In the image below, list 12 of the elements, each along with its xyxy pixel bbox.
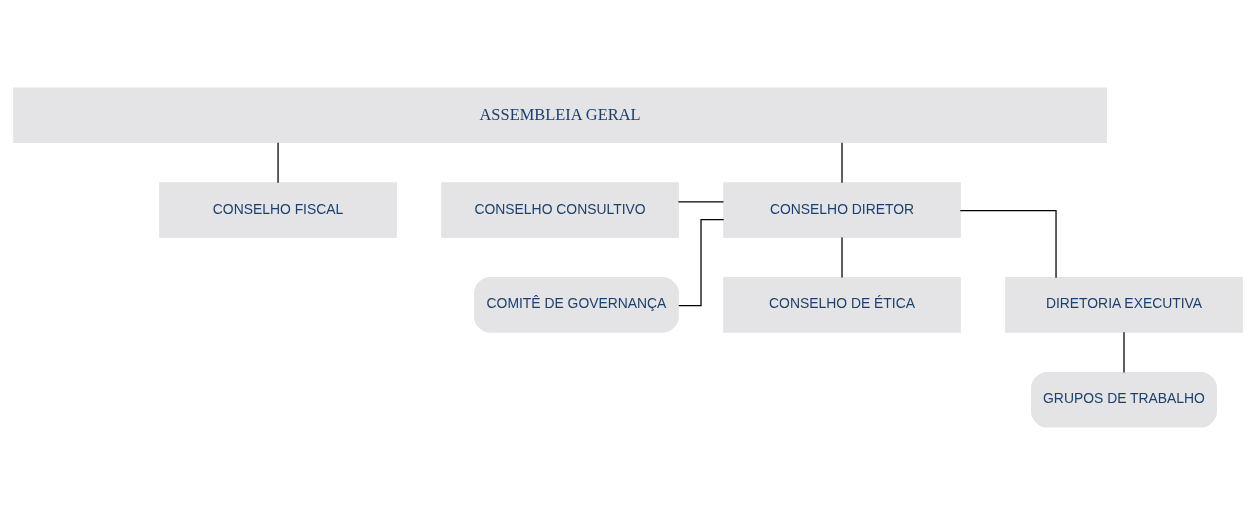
node-box: CONSELHO FISCAL [159,181,397,238]
node-box: COMITÊ DE GOVERNANÇA [474,276,679,333]
node-box: CONSELHO DE ÉTICA [723,276,961,333]
connector [277,141,279,183]
connector [959,209,1057,278]
node-box: CONSELHO DIRETOR [723,181,961,238]
node-box: CONSELHO CONSULTIVO [441,181,679,238]
node-box: DIRETORIA EXECUTIVA [1005,276,1243,333]
connector [677,200,725,202]
connector [678,218,725,306]
node-box: ASSEMBLEIA GERAL [13,86,1107,143]
node-box: GRUPOS DE TRABALHO [1031,371,1217,428]
